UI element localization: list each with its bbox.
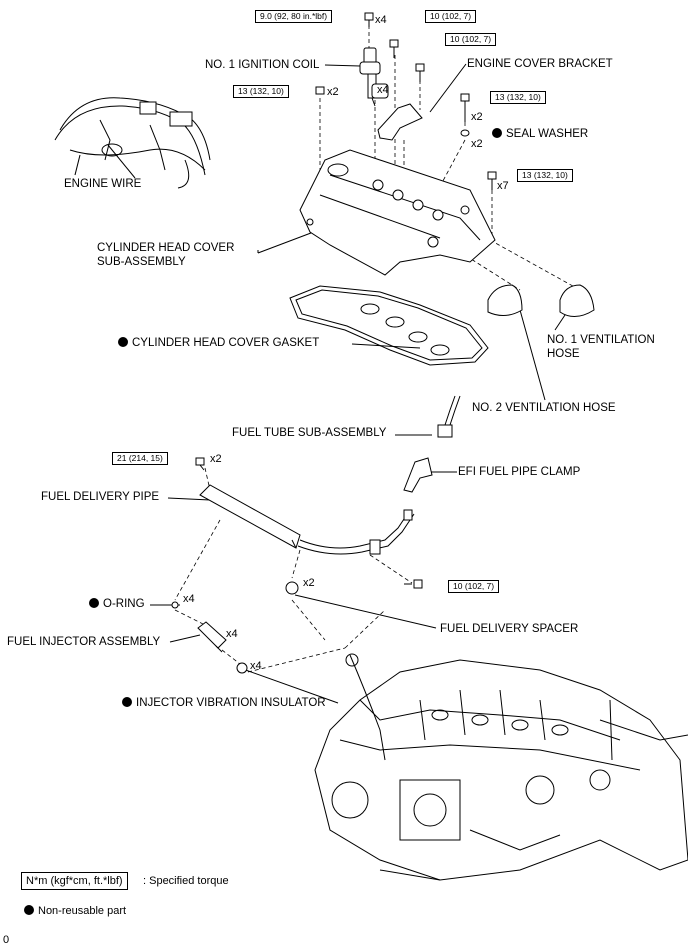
- nonreusable-dot-icon: [24, 905, 34, 915]
- leader-delivery-pipe: [167, 497, 211, 501]
- bracket-drawing: [377, 103, 423, 141]
- ignition-coil-drawing: [359, 47, 389, 107]
- label-engine-cover-bracket: ENGINE COVER BRACKET: [467, 58, 613, 70]
- label-seal-washer: SEAL WASHER: [492, 128, 588, 141]
- label-o-ring-text: O-RING: [103, 598, 145, 610]
- torque-spec-2: 10 (102, 7): [425, 10, 477, 23]
- label-head-cover-gasket: CYLINDER HEAD COVER GASKET: [118, 337, 319, 350]
- label-seal-washer-text: SEAL WASHER: [506, 128, 589, 140]
- label-fuel-delivery-spacer: FUEL DELIVERY SPACER: [440, 623, 579, 635]
- fuel-tube-drawing: [437, 395, 461, 438]
- qty-seal-washer: x2: [471, 138, 483, 150]
- qty-oring: x4: [183, 593, 195, 605]
- legend-nonreusable-text: Non-reusable part: [38, 905, 127, 917]
- qty-bolt-cover: x2: [327, 86, 339, 98]
- qty-bolt-head: x7: [497, 180, 509, 192]
- nonreusable-dot-icon: [89, 598, 99, 608]
- nonreusable-dot-icon: [492, 128, 502, 138]
- vent-hose-1-drawing: [559, 284, 595, 317]
- leader-insulator: [239, 667, 339, 704]
- torque-spec-8: 10 (102, 7): [448, 580, 500, 593]
- fuel-delivery-pipe-drawing: [199, 484, 415, 555]
- fuel-injector-drawing: [197, 621, 227, 653]
- qty-injector: x4: [226, 628, 238, 640]
- torque-spec-5: 13 (132, 10): [490, 91, 546, 104]
- torque-spec-1: 9.0 (92, 80 in.*lbf): [255, 10, 333, 23]
- cylinder-head-cover-drawing: [299, 149, 496, 276]
- label-fuel-injector: FUEL INJECTOR ASSEMBLY: [7, 636, 161, 648]
- label-cylinder-head-cover: CYLINDER HEAD COVER: [97, 242, 235, 254]
- label-ignition-coil: NO. 1 IGNITION COIL: [205, 59, 320, 71]
- label-cylinder-head-cover-2: SUB-ASSEMBLY: [97, 256, 186, 268]
- torque-spec-7: 21 (214, 15): [112, 452, 168, 465]
- label-vent-hose-2: NO. 2 VENTILATION HOSE: [472, 402, 616, 414]
- efi-clamp-drawing: [403, 457, 433, 493]
- leader-bracket: [429, 63, 467, 113]
- label-o-ring: O-RING: [89, 598, 145, 611]
- nonreusable-dot-icon: [122, 697, 132, 707]
- leader-vent2: [519, 309, 546, 401]
- engine-wire-drawing: [54, 97, 211, 189]
- qty-spacer: x2: [303, 577, 315, 589]
- leader-injector: [169, 634, 201, 643]
- qty-bolt-coil: x4: [375, 14, 387, 26]
- gasket-drawing: [289, 285, 489, 366]
- leader-gasket: [351, 343, 421, 349]
- label-vent-hose-1: NO. 1 VENTILATION: [547, 334, 655, 346]
- nonreusable-dot-icon: [118, 337, 128, 347]
- label-insulator-text: INJECTOR VIBRATION INSULATOR: [136, 697, 326, 709]
- engine-block-drawing: [314, 653, 688, 881]
- figure-code: 0: [3, 934, 10, 946]
- label-gasket-text: CYLINDER HEAD COVER GASKET: [132, 337, 320, 349]
- qty-insulator: x4: [250, 660, 262, 672]
- label-efi-clamp: EFI FUEL PIPE CLAMP: [458, 466, 581, 478]
- legend-nonreusable: Non-reusable part: [24, 905, 126, 918]
- torque-spec-6: 13 (132, 10): [517, 169, 573, 182]
- legend-torque-text: : Specified torque: [143, 875, 229, 887]
- torque-spec-3: 10 (102, 7): [445, 33, 497, 46]
- qty-bolt-pipe: x2: [210, 453, 222, 465]
- label-engine-wire: ENGINE WIRE: [64, 178, 142, 190]
- leader-spacer: [294, 594, 437, 629]
- vent-hose-2-drawing: [487, 284, 523, 316]
- leader-engine-wire: [107, 144, 136, 179]
- qty-bolt-bracket: x2: [471, 111, 483, 123]
- label-injector-insulator: INJECTOR VIBRATION INSULATOR: [122, 697, 326, 710]
- legend-torque-box: N*m (kgf*cm, ft.*lbf): [21, 872, 128, 890]
- leader-ignition-coil: [324, 64, 361, 67]
- label-vent-hose-1b: HOSE: [547, 348, 580, 360]
- qty-ignition-coil: x4: [377, 84, 389, 96]
- torque-spec-4: 13 (132, 10): [233, 85, 289, 98]
- label-fuel-tube: FUEL TUBE SUB-ASSEMBLY: [232, 427, 387, 439]
- label-fuel-delivery-pipe: FUEL DELIVERY PIPE: [41, 491, 160, 503]
